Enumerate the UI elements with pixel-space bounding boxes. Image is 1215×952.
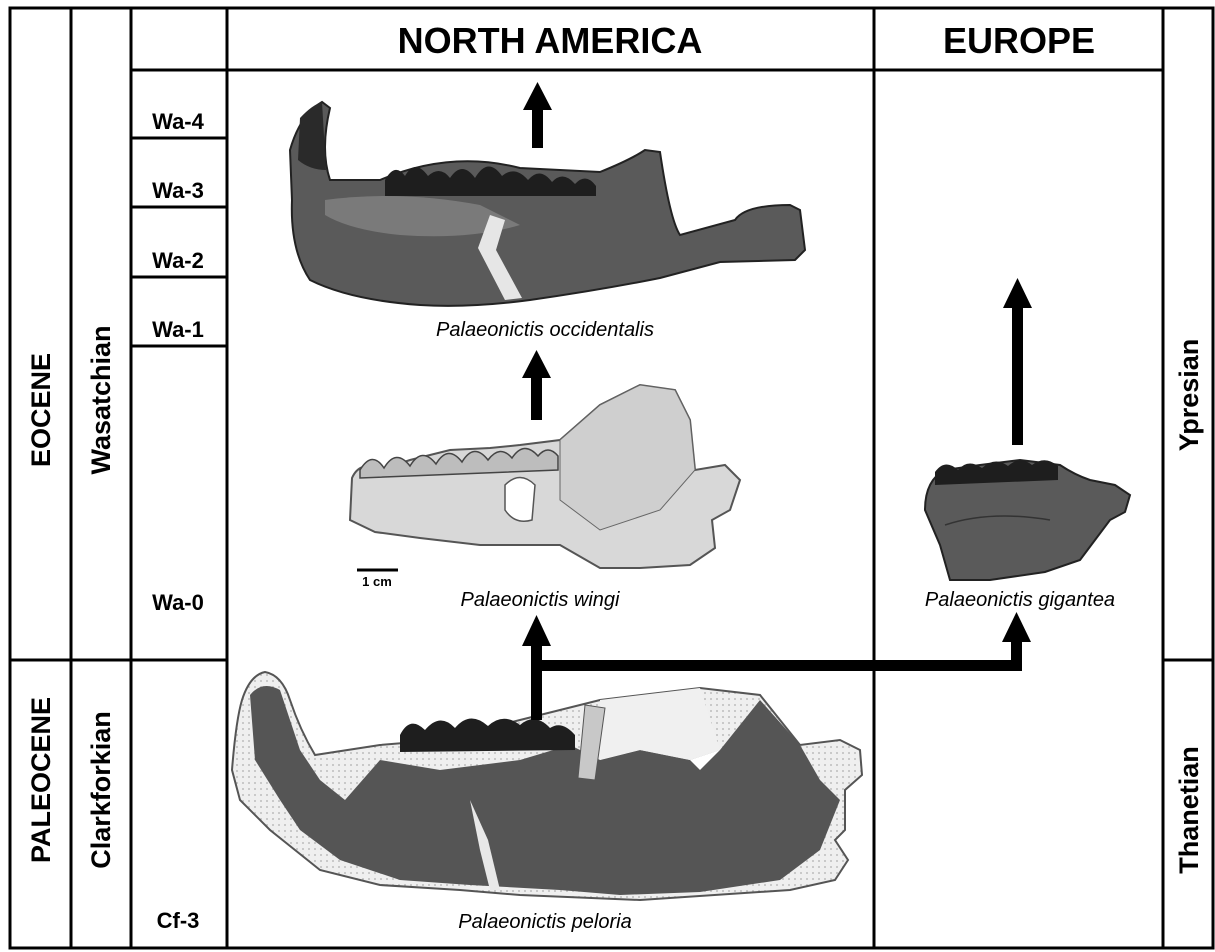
arrow-wingi-to-occidentalis: [522, 350, 551, 420]
zone-wa3-label: Wa-3: [152, 178, 204, 203]
jaw-specimen-wingi: [350, 385, 740, 568]
zone-wa2-label: Wa-2: [152, 248, 204, 273]
header-north-america: NORTH AMERICA: [398, 20, 703, 61]
arrow-peloria-to-gigantea: [536, 612, 1031, 671]
epoch-paleocene-label: PALEOCENE: [26, 697, 56, 863]
nalma-clarkforkian-label: Clarkforkian: [86, 711, 116, 869]
jaw-specimen-peloria: [232, 672, 862, 900]
zone-wa4-label: Wa-4: [152, 109, 205, 134]
species-occidentalis-label: Palaeonictis occidentalis: [436, 319, 654, 341]
scale-bar-label: 1 cm: [362, 574, 392, 589]
arrow-up-north-america-top: [523, 82, 552, 148]
species-wingi-label: Palaeonictis wingi: [461, 589, 621, 611]
species-gigantea-label: Palaeonictis gigantea: [925, 589, 1115, 611]
jaw-specimen-occidentalis: [290, 102, 805, 306]
stage-ypresian-label: Ypresian: [1174, 339, 1204, 452]
zone-wa0-label: Wa-0: [152, 590, 204, 615]
jaw-specimen-gigantea: [925, 460, 1130, 580]
zone-cf3-label: Cf-3: [157, 908, 200, 933]
nalma-wasatchian-label: Wasatchian: [86, 325, 116, 474]
stage-thanetian-label: Thanetian: [1174, 746, 1204, 874]
arrow-up-europe: [1003, 278, 1032, 445]
species-peloria-label: Palaeonictis peloria: [458, 911, 631, 933]
zone-wa1-label: Wa-1: [152, 317, 204, 342]
header-europe: EUROPE: [943, 20, 1095, 61]
epoch-eocene-label: EOCENE: [26, 353, 56, 467]
